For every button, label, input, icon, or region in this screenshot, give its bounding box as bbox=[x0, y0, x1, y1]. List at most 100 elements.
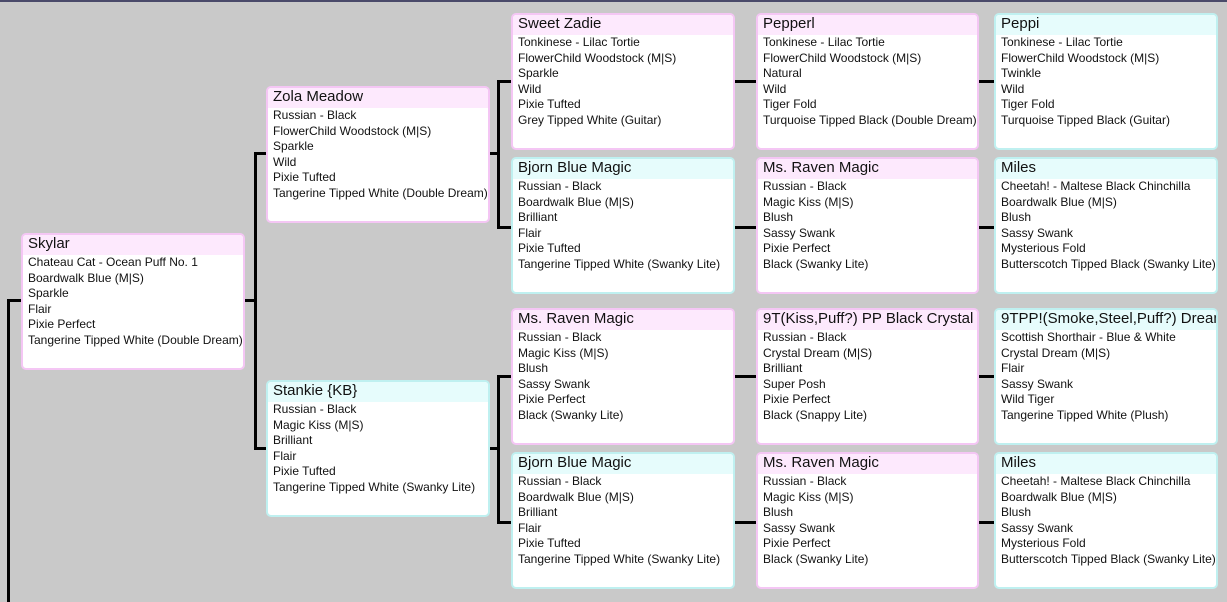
cat-name[interactable]: Peppi bbox=[996, 15, 1216, 35]
cat-trait: Wild Tiger bbox=[1001, 392, 1055, 407]
connector-line bbox=[497, 375, 511, 378]
cat-name[interactable]: Miles bbox=[996, 159, 1216, 179]
cat-name[interactable]: Skylar bbox=[23, 235, 243, 255]
cat-trait: Black (Snappy Lite) bbox=[763, 407, 868, 422]
cat-trait: Pixie Perfect bbox=[763, 536, 831, 551]
cat-trait: Turquoise Tipped Black (Guitar) bbox=[1001, 112, 1170, 127]
connector-line bbox=[490, 152, 499, 155]
cat-trait: Wild bbox=[273, 154, 297, 169]
cat-card-bjorn-blue-magic[interactable]: Bjorn Blue Magic Russian - Black Boardwa… bbox=[511, 452, 735, 589]
connector-line bbox=[735, 521, 756, 524]
cat-breed: Cheetah! - Maltese Black Chinchilla bbox=[1001, 179, 1191, 193]
cat-trait: Black (Swanky Lite) bbox=[763, 256, 869, 271]
cat-breed: Russian - Black bbox=[518, 330, 602, 344]
cat-trait: Wild bbox=[518, 81, 542, 96]
cat-trait: Tiger Fold bbox=[1001, 97, 1055, 112]
cat-trait: Tangerine Tipped White (Double Dream) bbox=[273, 185, 488, 200]
cat-name[interactable]: Bjorn Blue Magic bbox=[513, 159, 733, 179]
cat-breed: Russian - Black bbox=[518, 474, 602, 488]
cat-trait: Wild bbox=[763, 81, 787, 96]
connector-line bbox=[497, 521, 511, 524]
cat-card-stankie[interactable]: Stankie {KB} Russian - Black Magic Kiss … bbox=[266, 380, 490, 517]
cat-card-black-crystal-flair[interactable]: 9T(Kiss,Puff?) PP Black Crystal Flair Ru… bbox=[756, 308, 979, 445]
cat-trait: Blush bbox=[1001, 210, 1032, 225]
cat-name[interactable]: Ms. Raven Magic bbox=[513, 310, 733, 330]
cat-trait: Twinkle bbox=[1001, 66, 1042, 81]
cat-trait: Magic Kiss (M|S) bbox=[763, 489, 854, 504]
cat-name[interactable]: Stankie {KB} bbox=[268, 382, 488, 402]
connector-line bbox=[735, 375, 756, 378]
cat-trait: Magic Kiss (M|S) bbox=[518, 345, 609, 360]
cat-trait: Pixie Tufted bbox=[273, 464, 336, 479]
cat-trait: FlowerChild Woodstock (M|S) bbox=[1001, 50, 1160, 65]
cat-card-sweet-zadie[interactable]: Sweet Zadie Tonkinese - Lilac Tortie Flo… bbox=[511, 13, 735, 150]
cat-trait: Boardwalk Blue (M|S) bbox=[28, 270, 144, 285]
cat-name[interactable]: 9T(Kiss,Puff?) PP Black Crystal Flair bbox=[758, 310, 977, 330]
cat-card-miles[interactable]: Miles Cheetah! - Maltese Black Chinchill… bbox=[994, 157, 1218, 294]
connector-line bbox=[254, 447, 266, 450]
cat-trait: Flair bbox=[273, 448, 297, 463]
cat-trait: Pixie Perfect bbox=[28, 317, 96, 332]
connector-line bbox=[497, 226, 511, 229]
cat-breed: Russian - Black bbox=[763, 179, 847, 193]
cat-trait: Sassy Swank bbox=[1001, 376, 1074, 391]
cat-trait: Pixie Perfect bbox=[763, 392, 831, 407]
cat-trait: Boardwalk Blue (M|S) bbox=[518, 194, 634, 209]
cat-trait: Magic Kiss (M|S) bbox=[763, 194, 854, 209]
cat-trait: Blush bbox=[763, 210, 794, 225]
cat-name[interactable]: Sweet Zadie bbox=[513, 15, 733, 35]
connector-line bbox=[497, 80, 500, 229]
cat-card-bjorn-blue-magic[interactable]: Bjorn Blue Magic Russian - Black Boardwa… bbox=[511, 157, 735, 294]
cat-trait: Blush bbox=[763, 505, 794, 520]
cat-breed: Russian - Black bbox=[763, 474, 847, 488]
connector-line bbox=[979, 375, 994, 378]
cat-name[interactable]: Ms. Raven Magic bbox=[758, 159, 977, 179]
cat-card-ms-raven-magic[interactable]: Ms. Raven Magic Russian - Black Magic Ki… bbox=[511, 308, 735, 445]
cat-breed: Tonkinese - Lilac Tortie bbox=[763, 35, 885, 49]
cat-trait: FlowerChild Woodstock (M|S) bbox=[763, 50, 922, 65]
cat-card-miles[interactable]: Miles Cheetah! - Maltese Black Chinchill… bbox=[994, 452, 1218, 589]
cat-trait: Sassy Swank bbox=[763, 520, 836, 535]
cat-trait: Brilliant bbox=[518, 210, 558, 225]
cat-trait: Boardwalk Blue (M|S) bbox=[1001, 194, 1117, 209]
cat-card-dream-flair[interactable]: 9TPP!(Smoke,Steel,Puff?) Dream Flair Sco… bbox=[994, 308, 1218, 445]
cat-trait: Tangerine Tipped White (Swanky Lite) bbox=[518, 256, 721, 271]
cat-trait: Wild bbox=[1001, 81, 1025, 96]
cat-trait: Mysterious Fold bbox=[1001, 536, 1086, 551]
cat-trait: Grey Tipped White (Guitar) bbox=[518, 112, 662, 127]
cat-trait: Tangerine Tipped White (Swanky Lite) bbox=[273, 479, 476, 494]
cat-name[interactable]: Ms. Raven Magic bbox=[758, 454, 977, 474]
cat-trait: Butterscotch Tipped Black (Swanky Lite) bbox=[1001, 551, 1216, 566]
cat-trait: Butterscotch Tipped Black (Swanky Lite) bbox=[1001, 256, 1216, 271]
cat-card-ms-raven-magic[interactable]: Ms. Raven Magic Russian - Black Magic Ki… bbox=[756, 157, 979, 294]
cat-breed: Russian - Black bbox=[763, 330, 847, 344]
cat-name[interactable]: Bjorn Blue Magic bbox=[513, 454, 733, 474]
cat-trait: Black (Swanky Lite) bbox=[518, 407, 624, 422]
cat-trait: Magic Kiss (M|S) bbox=[273, 417, 364, 432]
cat-card-ms-raven-magic[interactable]: Ms. Raven Magic Russian - Black Magic Ki… bbox=[756, 452, 979, 589]
cat-trait: Tangerine Tipped White (Swanky Lite) bbox=[518, 551, 721, 566]
connector-line bbox=[254, 152, 257, 450]
cat-trait: Flair bbox=[518, 225, 542, 240]
connector-line bbox=[735, 80, 756, 83]
connector-line bbox=[245, 299, 255, 302]
cat-trait: Sassy Swank bbox=[518, 376, 591, 391]
cat-trait: Boardwalk Blue (M|S) bbox=[1001, 489, 1117, 504]
cat-trait: Pixie Tufted bbox=[518, 536, 581, 551]
cat-breed: Scottish Shorthair - Blue & White bbox=[1001, 330, 1176, 344]
cat-name[interactable]: Zola Meadow bbox=[268, 88, 488, 108]
cat-trait: Sparkle bbox=[273, 139, 314, 154]
cat-trait: FlowerChild Woodstock (M|S) bbox=[518, 50, 677, 65]
cat-trait: Mysterious Fold bbox=[1001, 241, 1086, 256]
cat-name[interactable]: Pepperl bbox=[758, 15, 977, 35]
cat-trait: Brilliant bbox=[763, 361, 803, 376]
cat-card-pepperl[interactable]: Pepperl Tonkinese - Lilac Tortie FlowerC… bbox=[756, 13, 979, 150]
cat-name[interactable]: 9TPP!(Smoke,Steel,Puff?) Dream Flair bbox=[996, 310, 1216, 330]
cat-breed: Cheetah! - Maltese Black Chinchilla bbox=[1001, 474, 1191, 488]
cat-name[interactable]: Miles bbox=[996, 454, 1216, 474]
cat-card-zola-meadow[interactable]: Zola Meadow Russian - Black FlowerChild … bbox=[266, 86, 490, 223]
cat-breed: Tonkinese - Lilac Tortie bbox=[518, 35, 640, 49]
cat-trait: Turquoise Tipped Black (Double Dream) bbox=[763, 112, 977, 127]
cat-card-skylar[interactable]: Skylar Chateau Cat - Ocean Puff No. 1 Bo… bbox=[21, 233, 245, 370]
cat-card-peppi[interactable]: Peppi Tonkinese - Lilac Tortie FlowerChi… bbox=[994, 13, 1218, 150]
